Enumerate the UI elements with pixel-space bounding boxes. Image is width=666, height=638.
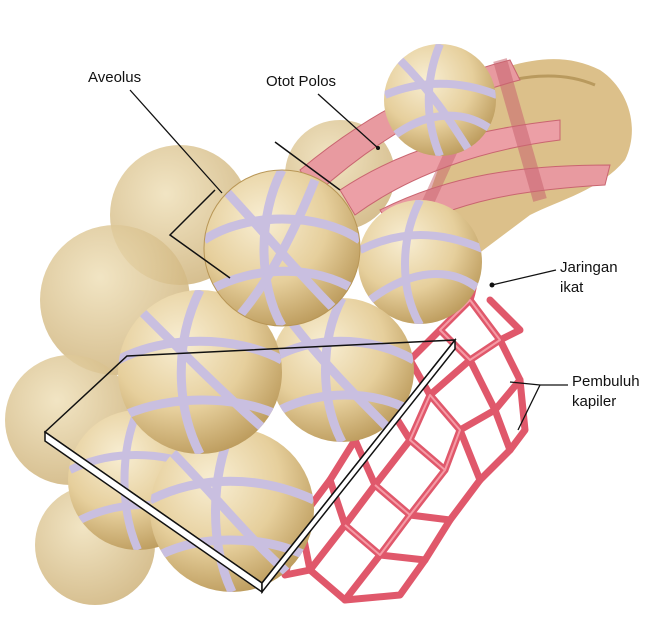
label-jaringan-line1: Jaringan xyxy=(560,258,618,278)
label-pembuluh-line1: Pembuluh xyxy=(572,372,640,392)
label-pembuluh-line2: kapiler xyxy=(572,392,640,412)
label-otot-polos: Otot Polos xyxy=(266,72,336,92)
label-jaringan-ikat: Jaringan ikat xyxy=(560,258,618,298)
alveolus-main xyxy=(204,170,360,326)
label-pembuluh-kapiler: Pembuluh kapiler xyxy=(572,372,640,412)
label-jaringan-line2: ikat xyxy=(560,278,618,298)
label-aveolus: Aveolus xyxy=(88,68,141,88)
